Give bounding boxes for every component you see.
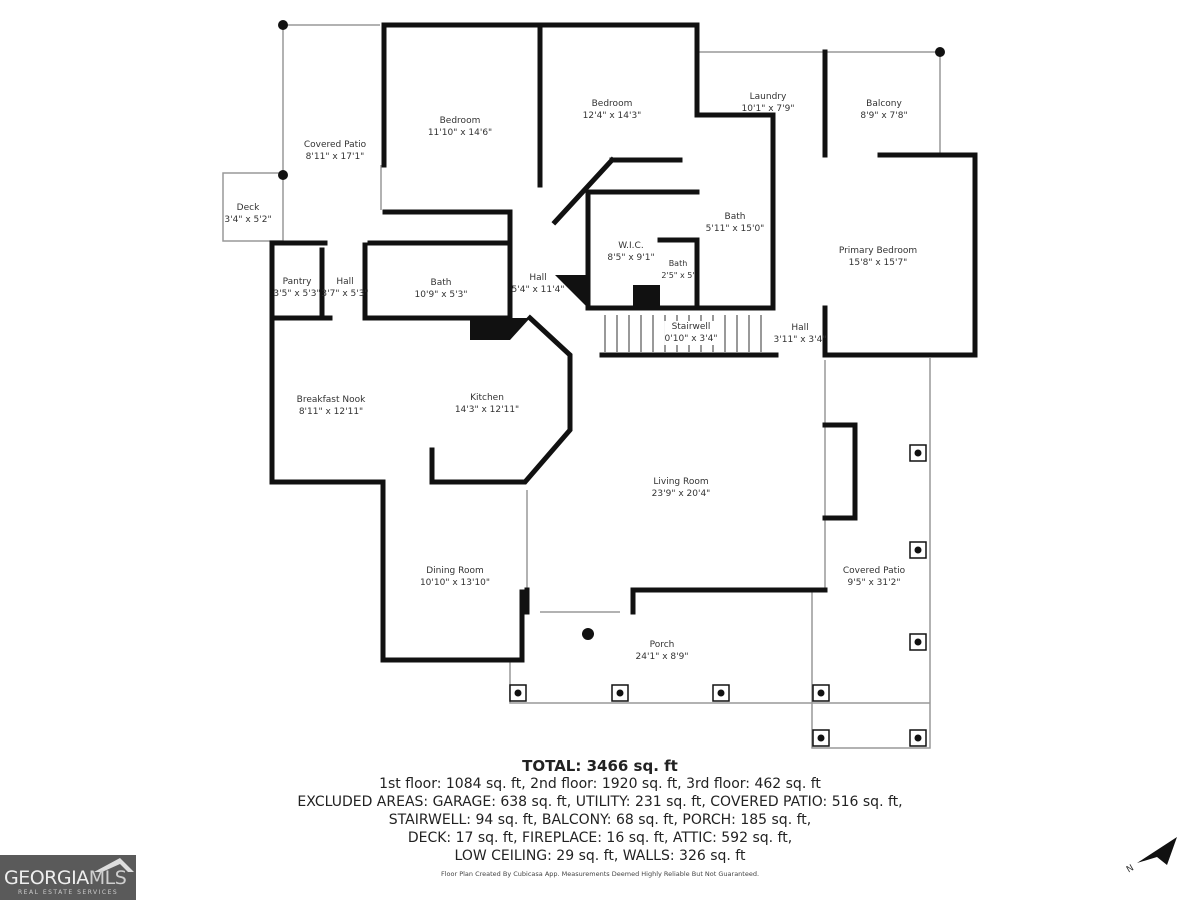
room-name: Balcony <box>866 99 902 109</box>
room-label: Bedroom 11'10" x 14'6" <box>428 115 492 139</box>
room-size: 3'11" x 3'4" <box>773 335 827 345</box>
room-size: 2'5" x 5' <box>661 271 695 280</box>
room-size: 10'9" x 5'3" <box>414 290 468 300</box>
room-size: 10'10" x 13'10" <box>419 578 491 588</box>
room-name: Bath <box>724 212 746 222</box>
room-size: 9'5" x 31'2" <box>847 578 901 588</box>
thin-walls <box>222 24 941 749</box>
room-name: Deck <box>236 203 260 213</box>
room-name: W.I.C. <box>618 241 644 251</box>
room-label: Balcony 8'9" x 7'8" <box>860 98 907 122</box>
room-label: Pantry 3'5" x 5'3" <box>273 276 320 300</box>
room-label: Bath 10'9" x 5'3" <box>415 277 468 301</box>
room-label: Deck 3'4" x 5'2" <box>224 202 271 226</box>
logo-tagline: REAL ESTATE SERVICES <box>18 889 119 896</box>
room-name: Pantry <box>282 277 312 287</box>
room-name: Stairwell <box>671 322 711 332</box>
porch-posts <box>509 444 927 747</box>
logo-part2: MLS <box>88 867 127 889</box>
room-name: Bath <box>668 259 688 268</box>
room-name: Kitchen <box>470 393 504 403</box>
room-label: Kitchen 14'3" x 12'11" <box>455 392 519 416</box>
room-name: Bath <box>430 278 452 288</box>
room-size: 14'3" x 12'11" <box>454 405 520 415</box>
room-label: Hall 3'11" x 3'4" <box>774 322 827 346</box>
room-label: Porch 24'1" x 8'9" <box>636 639 689 663</box>
room-label: Bath 2'5" x 5' <box>661 258 694 282</box>
room-name: Laundry <box>749 92 787 102</box>
room-size: 8'11" x 17'1" <box>305 152 365 162</box>
room-size: 3'4" x 5'2" <box>224 215 272 225</box>
room-label: Dining Room 10'10" x 13'10" <box>420 565 490 589</box>
room-label: Stairwell 0'10" x 3'4" <box>664 321 718 345</box>
summary-line: EXCLUDED AREAS: GARAGE: 638 sq. ft, UTIL… <box>297 794 903 810</box>
summary-line: 1st floor: 1084 sq. ft, 2nd floor: 1920 … <box>379 776 821 792</box>
room-size: 3'7" x 5'3" <box>321 289 369 299</box>
room-size: 8'11" x 12'11" <box>298 407 364 417</box>
room-size: 5'4" x 11'4" <box>511 285 565 295</box>
room-name: Covered Patio <box>303 140 367 150</box>
room-size: 8'5" x 9'1" <box>607 253 655 263</box>
room-size: 11'10" x 14'6" <box>427 128 493 138</box>
room-label: Hall 3'7" x 5'3" <box>321 276 368 300</box>
total-area: TOTAL: 3466 sq. ft <box>522 757 678 775</box>
summary-line: LOW CEILING: 29 sq. ft, WALLS: 326 sq. f… <box>454 848 746 864</box>
room-name: Hall <box>336 277 354 287</box>
room-label: Breakfast Nook 8'11" x 12'11" <box>297 394 366 418</box>
room-size: 15'8" x 15'7" <box>848 258 908 268</box>
room-label: Bath 5'11" x 15'0" <box>706 211 765 235</box>
room-label: Primary Bedroom 15'8" x 15'7" <box>839 245 917 269</box>
georgia-mls-logo: GEORGIAMLS REAL ESTATE SERVICES <box>0 855 136 900</box>
room-size: 24'1" x 8'9" <box>635 652 689 662</box>
room-name: Bedroom <box>439 116 481 126</box>
room-name: Covered Patio <box>842 566 906 576</box>
room-label: Bedroom 12'4" x 14'3" <box>583 98 642 122</box>
room-name: Hall <box>529 273 547 283</box>
room-label: Laundry 10'1" x 7'9" <box>742 91 795 115</box>
room-label: Hall 5'4" x 11'4" <box>512 272 565 296</box>
compass-label: N <box>1125 863 1136 875</box>
room-size: 5'11" x 15'0" <box>705 224 765 234</box>
summary-line: DECK: 17 sq. ft, FIREPLACE: 16 sq. ft, A… <box>407 830 793 846</box>
room-label: Living Room 23'9" x 20'4" <box>652 476 711 500</box>
room-size: 23'9" x 20'4" <box>651 489 711 499</box>
north-arrow-icon: N <box>1125 837 1177 875</box>
summary-line: STAIRWELL: 94 sq. ft, BALCONY: 68 sq. ft… <box>388 812 812 828</box>
room-name: Primary Bedroom <box>838 246 918 256</box>
room-name: Porch <box>649 640 675 650</box>
area-summary: TOTAL: 3466 sq. ft 1st floor: 1084 sq. f… <box>0 757 1200 865</box>
roof-icon <box>94 858 134 872</box>
room-label: Covered Patio 8'11" x 17'1" <box>304 139 366 163</box>
room-size: 10'1" x 7'9" <box>741 104 795 114</box>
room-name: Living Room <box>653 477 709 487</box>
disclaimer: Floor Plan Created By Cubicasa App. Meas… <box>440 870 760 878</box>
room-name: Hall <box>791 323 809 333</box>
room-size: 8'9" x 7'8" <box>860 111 908 121</box>
logo-part1: GEORGIA <box>4 867 89 889</box>
room-size: 3'5" x 5'3" <box>273 289 321 299</box>
walls <box>269 22 978 663</box>
room-name: Bedroom <box>591 99 633 109</box>
solid-fills <box>278 20 945 640</box>
room-size: 0'10" x 3'4" <box>664 334 718 344</box>
room-label: Covered Patio 9'5" x 31'2" <box>843 565 905 589</box>
logo-name: GEORGIAMLS <box>4 867 127 889</box>
room-name: Dining Room <box>426 566 484 576</box>
room-label: W.I.C. 8'5" x 9'1" <box>607 240 654 264</box>
room-size: 12'4" x 14'3" <box>582 111 642 121</box>
room-name: Breakfast Nook <box>296 395 366 405</box>
